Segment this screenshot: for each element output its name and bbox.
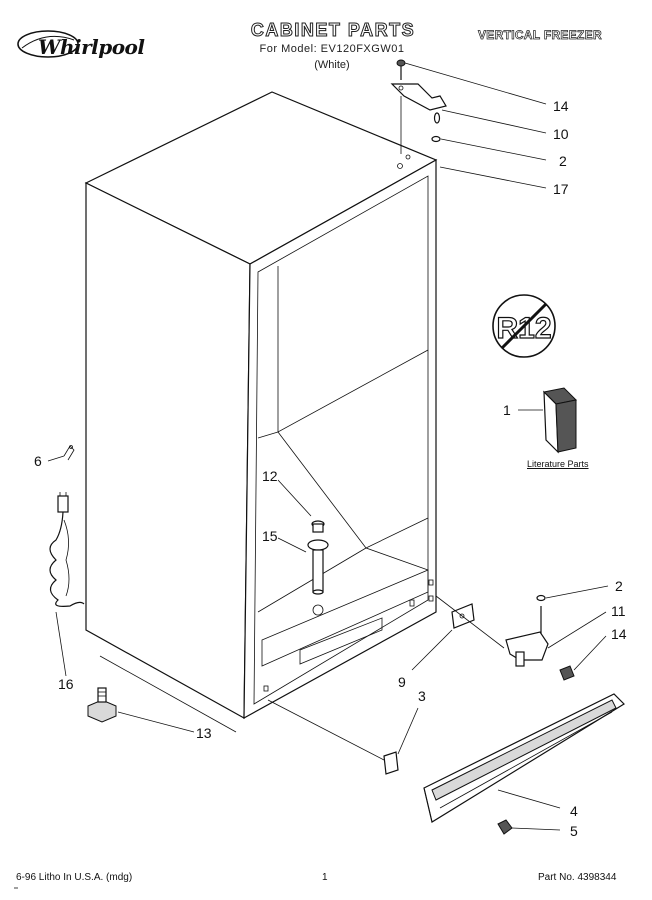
callout-2-lower: 2 <box>615 578 623 594</box>
callout-12: 12 <box>262 468 278 484</box>
cabinet-body <box>84 91 438 720</box>
leader-15 <box>277 537 307 553</box>
brand-name: Whirlpool <box>38 35 145 59</box>
callout-5: 5 <box>570 823 578 839</box>
logo-swirl-icon <box>17 30 79 58</box>
callout-16: 16 <box>58 676 74 692</box>
leader-4 <box>497 789 561 809</box>
leveling-leg <box>87 655 237 733</box>
leader-6 <box>47 455 65 462</box>
footer-part-number: Part No. 4398344 <box>538 872 617 883</box>
leader-11 <box>547 611 607 649</box>
toe-grille <box>423 693 625 823</box>
no-r12-symbol: R12 <box>492 294 556 358</box>
mounting-bracket <box>435 595 505 649</box>
literature-book <box>542 387 578 454</box>
leader-13 <box>117 711 195 733</box>
r12-symbol-text: R12 <box>496 312 551 345</box>
drain-tube <box>307 539 329 595</box>
leader-17 <box>439 166 547 189</box>
leader-2b <box>545 585 609 599</box>
whirlpool-logo: Whirlpool <box>16 22 145 66</box>
callout-6: 6 <box>34 453 42 469</box>
leader-2a <box>440 138 547 161</box>
leader-14b <box>573 635 607 671</box>
callout-9: 9 <box>398 674 406 690</box>
callout-14-lower: 14 <box>611 626 627 642</box>
callout-13: 13 <box>196 725 212 741</box>
model-color: (White) <box>314 59 350 71</box>
lower-hinge-assembly <box>505 594 575 681</box>
leader-3 <box>397 707 419 755</box>
literature-parts-label: Literature Parts <box>527 459 589 469</box>
callout-3: 3 <box>418 688 426 704</box>
callout-15: 15 <box>262 528 278 544</box>
callout-10: 10 <box>553 126 569 142</box>
drain-cap <box>311 520 325 533</box>
callout-4: 4 <box>570 803 578 819</box>
model-number: For Model: EV120FXGW01 <box>259 43 405 55</box>
leader-10 <box>441 109 547 134</box>
grille-clip <box>267 699 399 775</box>
callout-14: 14 <box>553 98 569 114</box>
leader-5 <box>511 827 561 831</box>
footer-page-number: 1 <box>322 872 328 883</box>
leader-14a <box>404 62 547 105</box>
product-type: VERTICAL FREEZER <box>478 28 602 43</box>
callout-11: 11 <box>611 603 626 619</box>
footer-litho: 6-96 Litho In U.S.A. (mdg) <box>16 872 133 883</box>
callout-2: 2 <box>559 153 567 169</box>
callout-17: 17 <box>553 181 569 197</box>
grille-screw <box>497 819 513 835</box>
diagram-title: CABINET PARTS <box>250 20 416 41</box>
leader-12 <box>277 479 312 517</box>
clip-part <box>63 445 75 461</box>
callout-1: 1 <box>503 402 511 418</box>
power-cord <box>49 492 85 607</box>
leader-16 <box>55 611 67 677</box>
top-hinge-assembly <box>390 59 447 154</box>
leader-9 <box>411 629 453 671</box>
